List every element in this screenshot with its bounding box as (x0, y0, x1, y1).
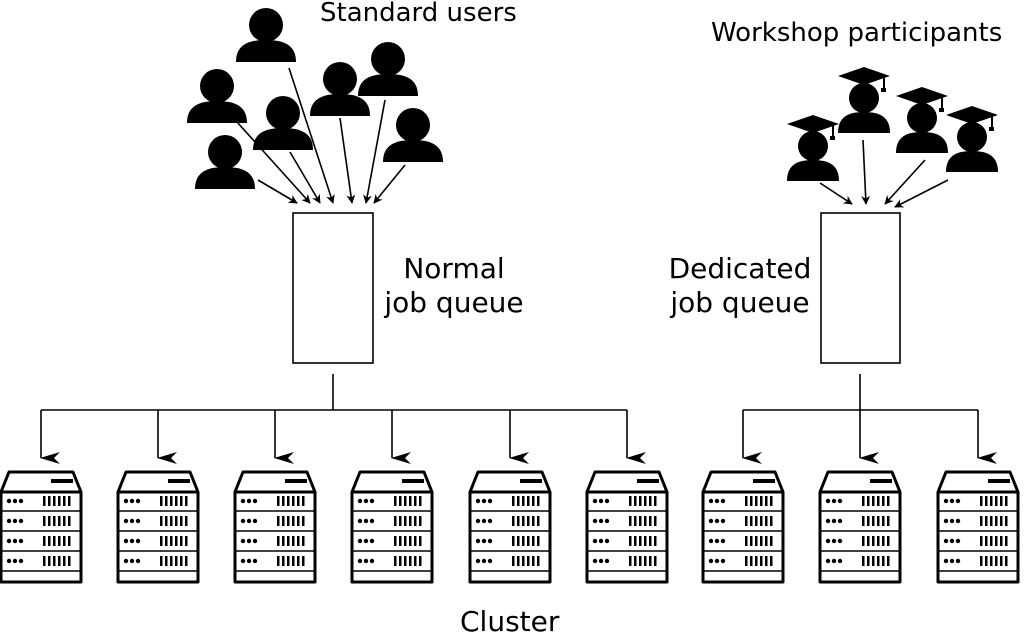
dedicated-job-queue-box (820, 212, 901, 364)
standard-users (187, 8, 443, 189)
graduate-icon (946, 106, 998, 172)
server-rack-icon (0, 470, 83, 584)
dedicated-queue-label-line1: Dedicated (668, 252, 812, 285)
person-icon (195, 135, 255, 189)
server-rack-icon (585, 470, 669, 584)
graduate-icon (896, 87, 948, 153)
normal-queue-label-line1: Normal (403, 252, 505, 285)
graduate-icon (838, 67, 890, 133)
server-rack-icon (468, 470, 552, 584)
dedicated-job-queue-label: Dedicated job queue (666, 252, 814, 320)
person-icon (310, 62, 370, 116)
graduate-icon (787, 115, 839, 181)
workshop-participant-arrows (819, 139, 949, 208)
person-icon (187, 69, 247, 123)
normal-queue-label-line2: job queue (384, 286, 524, 319)
dedicated-queue-distribution (742, 374, 997, 464)
person-icon (358, 42, 418, 96)
standard-user-arrows (236, 67, 406, 204)
server-rack-icon (818, 470, 902, 584)
normal-job-queue-label: Normal job queue (384, 252, 524, 320)
dedicated-queue-label-line2: job queue (670, 286, 810, 319)
workshop-participants (787, 67, 998, 181)
cluster-servers (0, 470, 1020, 584)
person-icon (236, 8, 296, 62)
server-rack-icon (350, 470, 434, 584)
cluster-label: Cluster (460, 605, 560, 638)
normal-job-queue-box (292, 212, 374, 364)
person-icon (383, 108, 443, 162)
server-rack-icon (701, 470, 785, 584)
normal-queue-distribution (40, 374, 646, 464)
standard-users-label: Standard users (320, 0, 517, 28)
person-icon (253, 96, 313, 150)
server-rack-icon (233, 470, 317, 584)
workshop-participants-label: Workshop participants (711, 18, 1003, 48)
server-rack-icon (936, 470, 1020, 584)
server-rack-icon (116, 470, 200, 584)
